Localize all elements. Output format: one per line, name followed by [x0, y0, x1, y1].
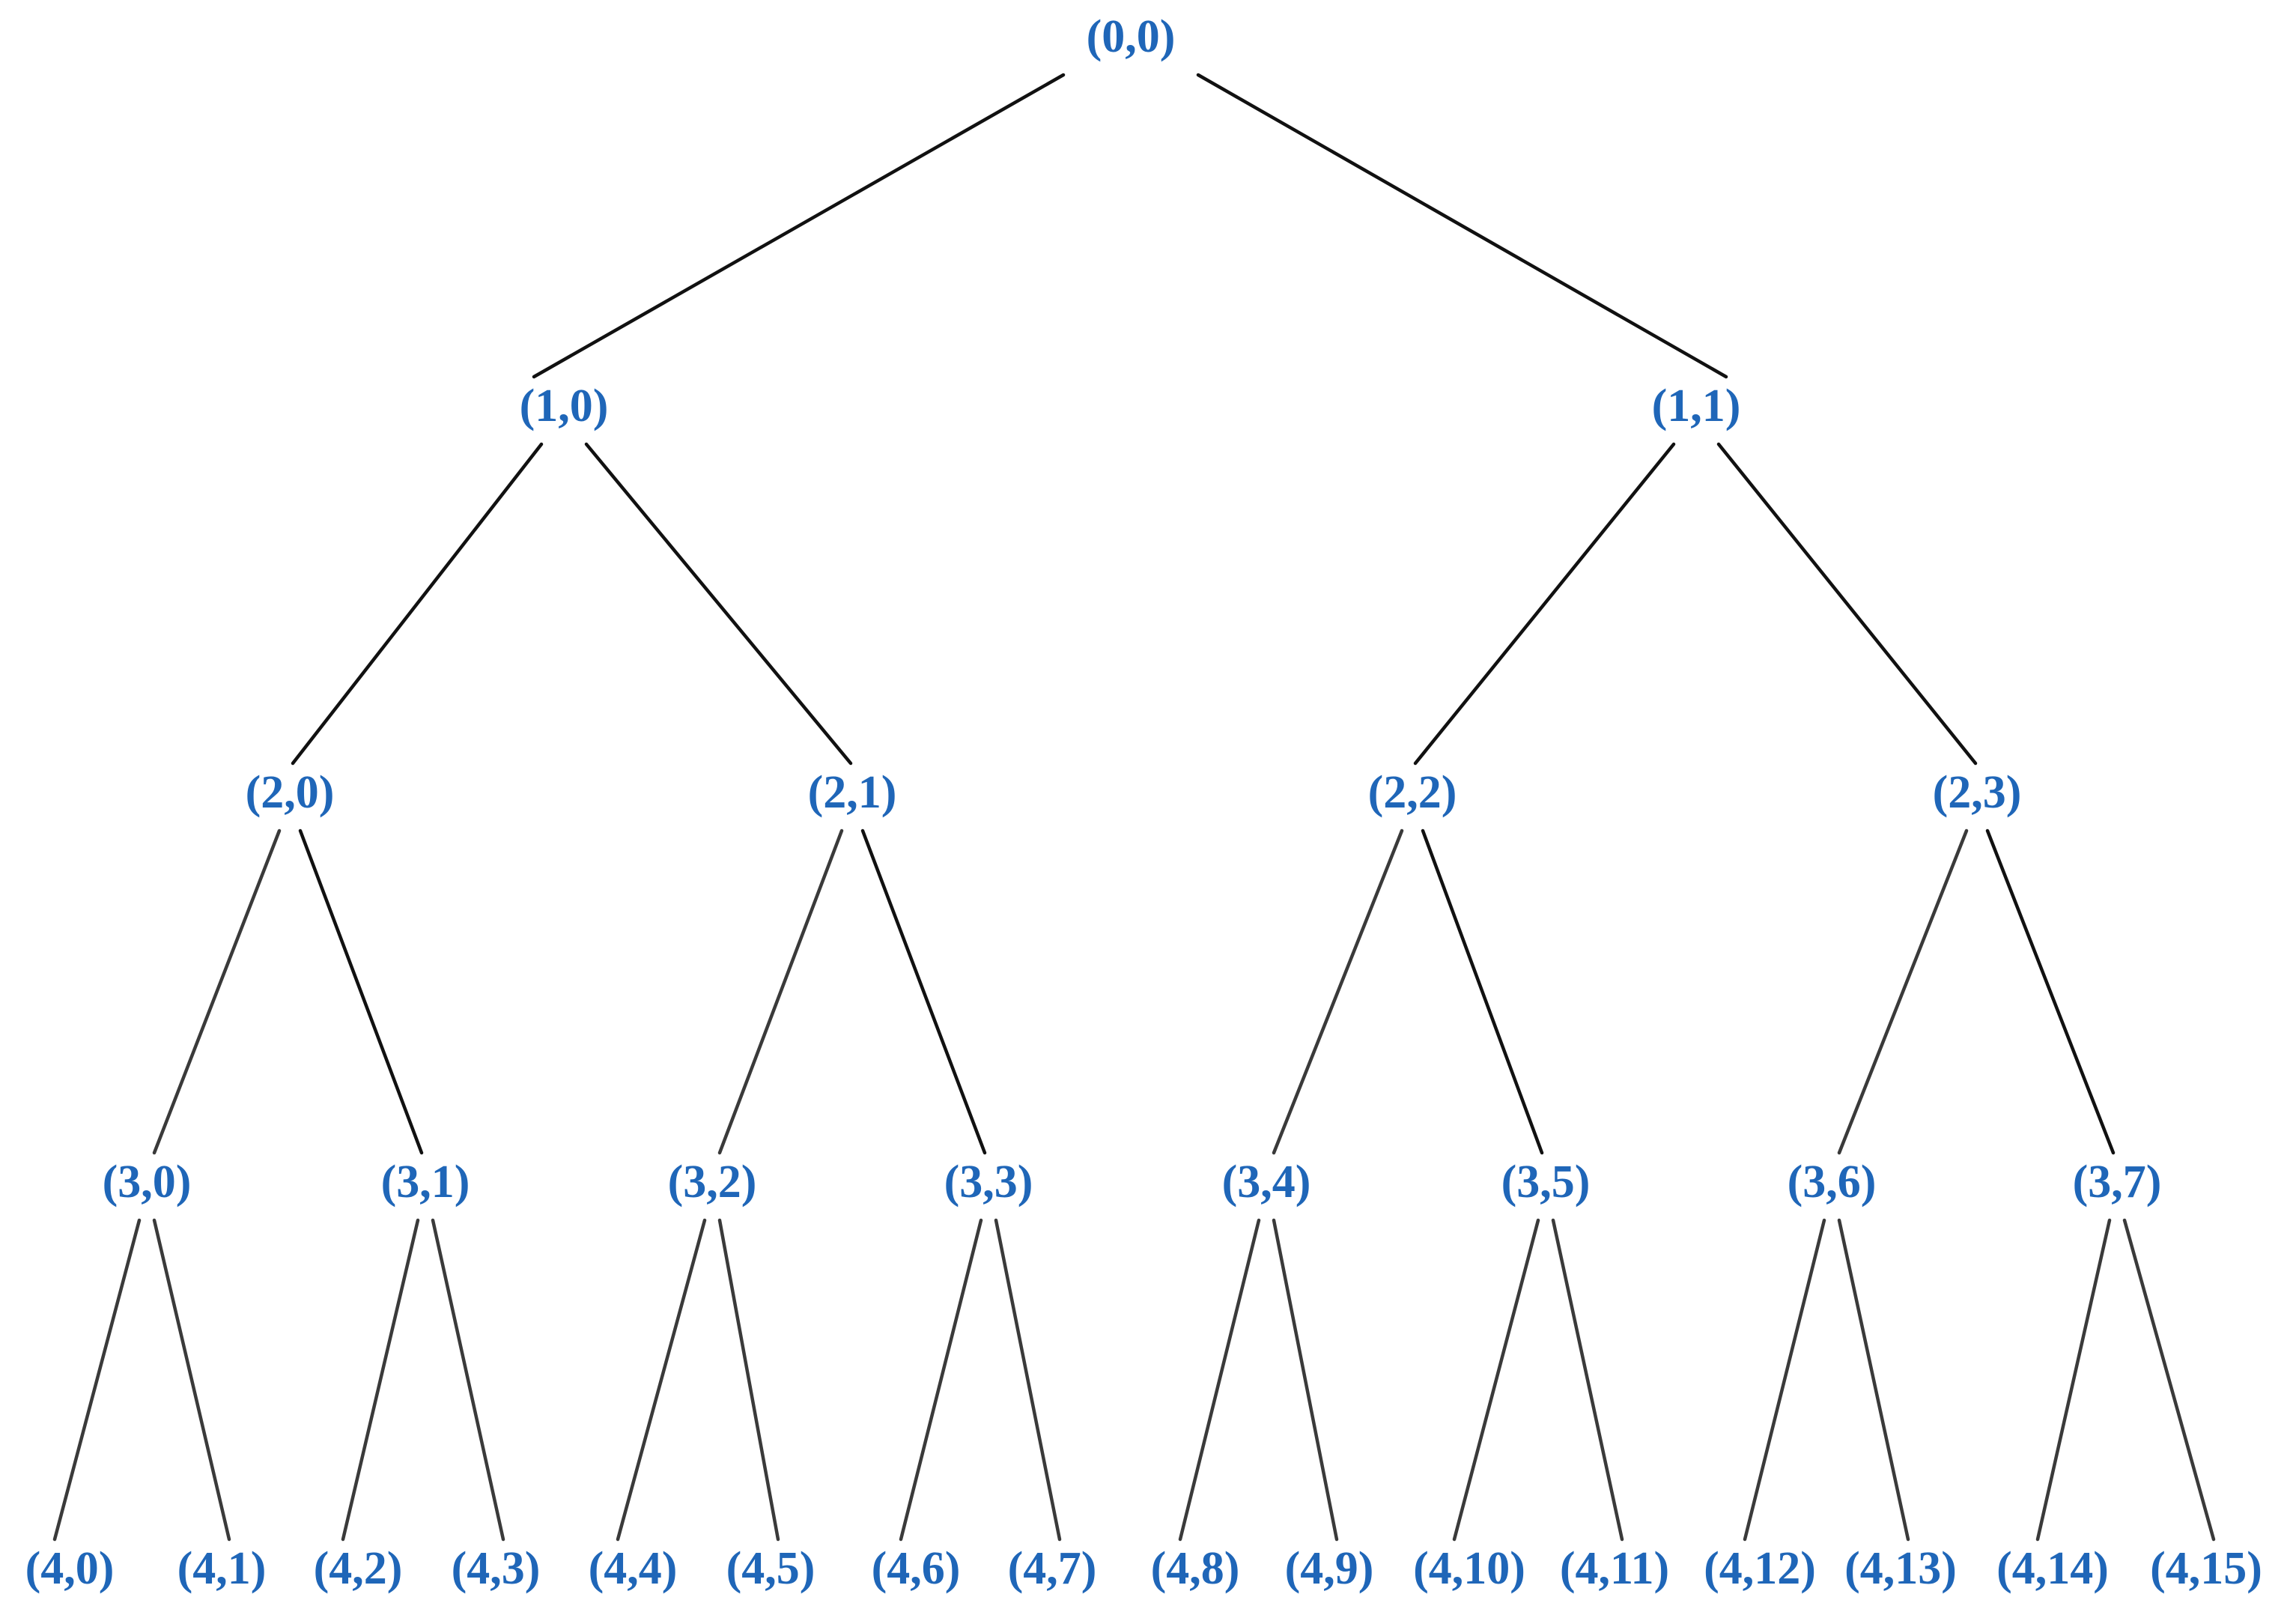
node-label-4-3: (4,3)	[452, 1543, 541, 1594]
node-label-4-0: (4,0)	[25, 1543, 115, 1594]
edge-2-2-right	[1421, 828, 1544, 1155]
edge-2-1-left	[717, 828, 844, 1155]
edge-3-6-left	[1743, 1218, 1826, 1542]
node-label-4-12: (4,12)	[1704, 1543, 1816, 1594]
node-label-3-6: (3,6)	[1788, 1157, 1877, 1208]
node-label-4-5: (4,5)	[726, 1543, 816, 1594]
node-label-3-0: (3,0)	[103, 1157, 192, 1208]
edge-1-0-right	[584, 442, 853, 766]
node-label-4-8: (4,8)	[1151, 1543, 1240, 1594]
edge-3-3-right	[994, 1218, 1062, 1542]
edge-3-2-left	[616, 1218, 707, 1542]
edge-3-5-right	[1551, 1218, 1624, 1542]
edge-0-0-left	[532, 73, 1066, 379]
tree-edges	[52, 73, 2216, 1542]
edge-2-0-right	[298, 828, 424, 1155]
edge-3-3-left	[899, 1218, 983, 1542]
node-label-4-15: (4,15)	[2150, 1543, 2262, 1594]
edge-1-1-left	[1413, 442, 1676, 766]
edge-2-3-right	[1985, 828, 2116, 1155]
node-label-4-6: (4,6)	[872, 1543, 961, 1594]
node-label-4-2: (4,2)	[314, 1543, 403, 1594]
edge-3-7-left	[2035, 1218, 2112, 1542]
node-label-2-0: (2,0)	[246, 767, 335, 818]
edge-2-3-left	[1837, 828, 1969, 1155]
node-label-1-0: (1,0)	[520, 381, 609, 431]
node-label-4-10: (4,10)	[1413, 1543, 1525, 1594]
node-label-4-13: (4,13)	[1844, 1543, 1957, 1594]
node-label-4-4: (4,4)	[589, 1543, 678, 1594]
node-label-4-1: (4,1)	[177, 1543, 267, 1594]
node-label-3-5: (3,5)	[1501, 1157, 1591, 1208]
edge-1-1-right	[1716, 442, 1978, 766]
edge-3-6-right	[1837, 1218, 1910, 1542]
node-label-2-3: (2,3)	[1933, 767, 2022, 818]
node-label-4-9: (4,9)	[1285, 1543, 1374, 1594]
node-label-4-14: (4,14)	[1996, 1543, 2109, 1594]
edge-2-2-left	[1272, 828, 1404, 1155]
node-label-0-0: (0,0)	[1087, 11, 1176, 62]
edge-3-4-left	[1178, 1218, 1261, 1542]
edge-3-1-right	[431, 1218, 505, 1542]
edge-2-0-left	[152, 828, 282, 1155]
edge-3-0-left	[52, 1218, 142, 1542]
edge-3-2-right	[717, 1218, 780, 1542]
edge-3-4-right	[1272, 1218, 1339, 1542]
node-label-3-4: (3,4)	[1222, 1157, 1311, 1208]
node-label-3-2: (3,2)	[668, 1157, 757, 1208]
node-label-4-11: (4,11)	[1560, 1543, 1669, 1594]
node-label-2-1: (2,1)	[808, 767, 897, 818]
node-label-3-7: (3,7)	[2073, 1157, 2162, 1208]
node-label-4-7: (4,7)	[1008, 1543, 1097, 1594]
edge-2-1-right	[860, 828, 987, 1155]
node-label-2-2: (2,2)	[1368, 767, 1457, 818]
edge-0-0-right	[1196, 73, 1728, 379]
node-label-3-3: (3,3)	[944, 1157, 1033, 1208]
tree-node-labels: (0,0) (1,0) (1,1) (2,0) (2,1) (2,2) (2,3) (3,0)…	[25, 11, 2262, 1594]
node-label-3-1: (3,1)	[381, 1157, 470, 1208]
edge-3-1-left	[341, 1218, 420, 1542]
edge-1-0-left	[291, 442, 544, 766]
node-label-1-1: (1,1)	[1652, 381, 1741, 431]
edge-3-0-right	[152, 1218, 231, 1542]
edge-3-5-left	[1452, 1218, 1540, 1542]
edge-3-7-right	[2122, 1218, 2216, 1542]
